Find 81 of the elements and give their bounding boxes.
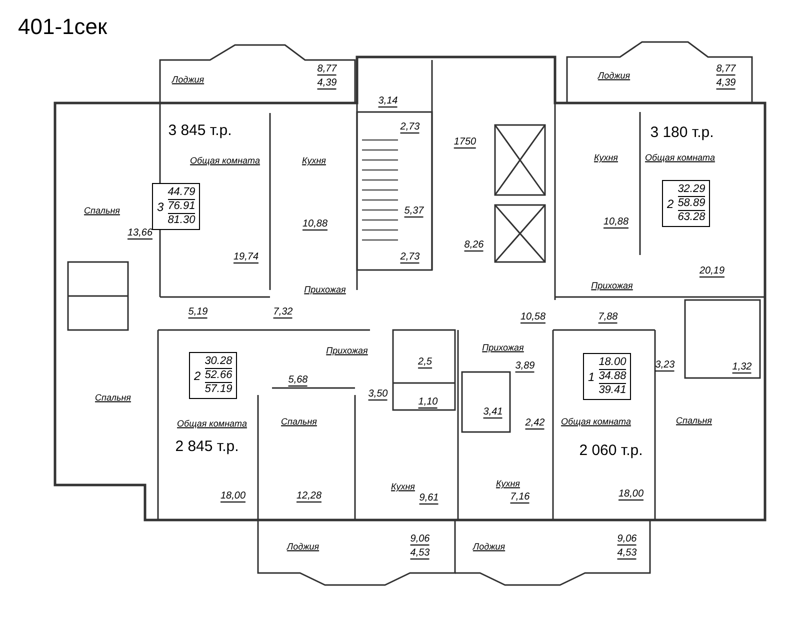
area-value: 7,32 [273, 308, 293, 318]
area-value: 1,10 [418, 398, 438, 408]
area-value: 52.66 [204, 369, 232, 383]
area-value: 3,50 [368, 390, 388, 400]
room-label: Кухня [391, 480, 415, 494]
price-label: 2 845 т.р. [175, 436, 239, 457]
area-value: 2,5 [418, 358, 432, 368]
area-value: 57.19 [204, 383, 232, 396]
apartment-summary-box [189, 352, 238, 399]
area-value: 2,73 [400, 252, 420, 264]
area-value: 3,23 [655, 360, 675, 372]
area-value: 10,58 [520, 312, 546, 324]
room-count: 2 [194, 368, 201, 384]
area-value: 18,00 [618, 490, 644, 500]
room-label: Лоджия [172, 73, 204, 86]
room-label: Кухня [594, 151, 618, 164]
room-count: 3 [157, 198, 164, 216]
area-value: 8,77 [317, 64, 337, 76]
area-value: 2,42 [525, 418, 545, 430]
area-value: 2,73 [400, 122, 420, 134]
area-value: 18,00 [220, 492, 246, 502]
room-label: Спальня [84, 204, 120, 218]
area-value: 34.88 [598, 370, 626, 384]
room-label: Общая комната [645, 151, 715, 164]
area-value: 20,19 [699, 266, 725, 278]
room-label: Кухня [496, 477, 520, 490]
area-value: 5,19 [188, 308, 208, 318]
area-value: 81.30 [168, 214, 196, 227]
area-value: 5,68 [288, 376, 308, 386]
room-label: Лоджия [598, 69, 630, 82]
apartment-summary-box [152, 183, 200, 230]
area-value: 63.28 [678, 211, 706, 224]
area-value: 3,14 [378, 96, 398, 108]
price-label: 2 060 т.р. [579, 440, 643, 461]
area-value: 5,37 [404, 206, 424, 218]
room-label: Прихожая [304, 283, 346, 296]
area-value: 44.79 [168, 186, 196, 200]
area-value: 18.00 [598, 356, 626, 370]
room-label: Общая комната [190, 154, 260, 168]
room-count: 1 [588, 368, 595, 386]
room-label: Общая комната [177, 417, 247, 430]
area-value: 19,74 [233, 252, 259, 264]
area-value: 7,88 [598, 312, 618, 324]
area-value: 39.41 [598, 384, 626, 397]
area-value: 9,06 [410, 534, 430, 546]
apartment-summary-box [662, 180, 710, 227]
area-value: 58.89 [678, 197, 706, 211]
area-value: 30.28 [204, 355, 232, 369]
room-label: Прихожая [482, 341, 524, 354]
room-label: Общая комната [561, 415, 631, 428]
room-label: Прихожая [326, 344, 368, 358]
area-value: 10,88 [302, 220, 328, 230]
area-value: 1750 [454, 138, 476, 148]
area-value: 76.91 [168, 200, 196, 214]
area-value: 9,06 [617, 534, 637, 546]
area-value: 8,26 [464, 240, 484, 252]
area-value: 10,88 [603, 218, 629, 228]
area-value: 4,53 [617, 548, 637, 560]
room-label: Кухня [302, 154, 326, 168]
room-label: Спальня [281, 415, 317, 428]
area-value: 3,89 [515, 362, 535, 372]
price-label: 3 180 т.р. [650, 122, 714, 143]
area-value: 1,32 [732, 362, 752, 374]
room-label: Спальня [676, 414, 712, 428]
room-label: Лоджия [286, 540, 320, 554]
area-value: 8,77 [716, 64, 736, 76]
room-count: 2 [667, 196, 674, 212]
room-label: Лоджия [472, 540, 506, 554]
area-value: 9,61 [419, 494, 439, 504]
area-value: 32.29 [678, 183, 706, 197]
area-value: 4,39 [317, 78, 337, 90]
price-label: 3 845 т.р. [168, 120, 232, 141]
area-value: 7,16 [510, 492, 530, 504]
apartment-summary-box [583, 353, 632, 400]
title: 401-1сек [18, 16, 108, 38]
area-value: 3,41 [483, 408, 503, 418]
area-value: 4,39 [716, 78, 736, 90]
area-value: 4,53 [410, 548, 430, 560]
area-value: 12,28 [296, 492, 322, 502]
room-label: Спальня [95, 391, 131, 404]
room-label: Прихожая [591, 279, 633, 292]
